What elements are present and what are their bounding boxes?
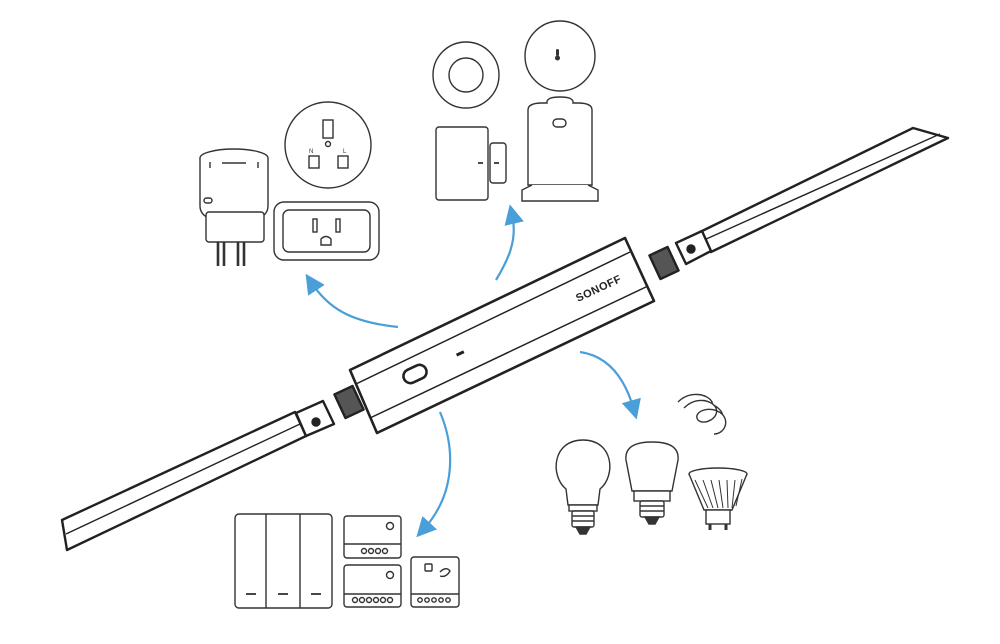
relay-module-icon — [343, 564, 402, 608]
mini-switch-module-icon — [410, 556, 460, 608]
antenna-right — [648, 126, 950, 281]
arrow-to-plugs — [305, 273, 399, 329]
us-smart-plug-icon — [273, 201, 380, 261]
gu10-spotlight-icon — [688, 467, 748, 530]
outlet-live-label: L — [343, 149, 347, 155]
temperature-sensor-icon — [524, 20, 596, 92]
pairing-button[interactable] — [401, 363, 429, 386]
relay-module-icon — [343, 515, 402, 559]
light-group — [555, 393, 748, 535]
motion-sensor-icon — [521, 96, 599, 202]
uk-smart-plug-icon: N L — [284, 101, 372, 189]
smart-bulb-icon — [555, 439, 611, 535]
wireless-button-icon — [432, 41, 500, 109]
door-sensor-icon — [435, 126, 507, 201]
status-led-icon — [455, 350, 465, 357]
sensor-group — [432, 20, 599, 202]
wall-switch-icon — [234, 513, 333, 609]
plug-group: N L — [199, 101, 380, 266]
zigbee-hub — [348, 236, 656, 435]
outlet-neutral-label: N — [309, 149, 313, 155]
antenna-left — [60, 384, 365, 552]
switch-group — [234, 513, 460, 609]
arrow-to-sensors — [495, 204, 524, 281]
arrow-to-lights — [579, 350, 641, 420]
eu-smart-plug-icon — [199, 148, 269, 266]
led-strip-icon — [677, 393, 727, 435]
arrow-to-switches — [416, 411, 452, 538]
smart-bulb-icon — [625, 441, 679, 525]
